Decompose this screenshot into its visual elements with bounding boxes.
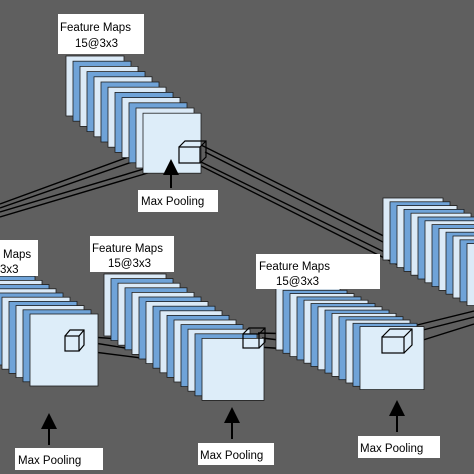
selection-cube-bottom-left xyxy=(64,329,85,352)
middle-feature-maps-size: 15@3x3 xyxy=(108,258,151,270)
label-box xyxy=(15,448,103,470)
feature-map-front xyxy=(466,243,474,307)
arrows xyxy=(41,159,405,445)
feature-map-stack-top xyxy=(65,55,202,174)
feature-map-front xyxy=(29,313,99,387)
selection-cube-middle xyxy=(242,327,266,349)
middle-feature-maps-title: Feature Maps xyxy=(92,243,163,255)
label-box xyxy=(0,240,38,276)
top-feature-maps-size: 15@3x3 xyxy=(75,38,118,50)
top-feature-maps-title: Feature Maps xyxy=(60,22,131,34)
selection-cube-bottom-right xyxy=(381,328,413,354)
labels: Feature Maps 15@3x3 Maps 3x3 Feature Map… xyxy=(0,14,440,470)
feature-map-front xyxy=(201,337,265,401)
label-box xyxy=(138,190,218,212)
selection-cube-top xyxy=(178,140,207,164)
bottom-right-max-pooling-label: Max Pooling xyxy=(360,443,423,455)
label-box xyxy=(256,254,380,289)
selection-cubes xyxy=(64,140,413,354)
right-feature-maps-size: 15@3x3 xyxy=(276,276,319,288)
left-partial-title: Maps xyxy=(3,249,31,261)
feature-map-stack-middle xyxy=(103,273,265,401)
label-box xyxy=(358,436,440,458)
feature-map-stack-right xyxy=(382,197,474,307)
bottom-middle-max-pooling-label: Max Pooling xyxy=(200,450,263,462)
label-box xyxy=(90,236,174,272)
feature-map-front xyxy=(359,326,425,391)
right-feature-maps-title: Feature Maps xyxy=(259,261,330,273)
feature-map-stack-bottom-right xyxy=(275,286,425,391)
top-max-pooling-label: Max Pooling xyxy=(141,196,204,208)
label-box xyxy=(58,14,144,54)
feature-map-stack-left xyxy=(0,271,99,387)
label-box xyxy=(198,443,274,465)
feature-map-front xyxy=(142,112,202,174)
bottom-left-max-pooling-label: Max Pooling xyxy=(18,455,81,467)
left-partial-size: 3x3 xyxy=(0,264,19,276)
